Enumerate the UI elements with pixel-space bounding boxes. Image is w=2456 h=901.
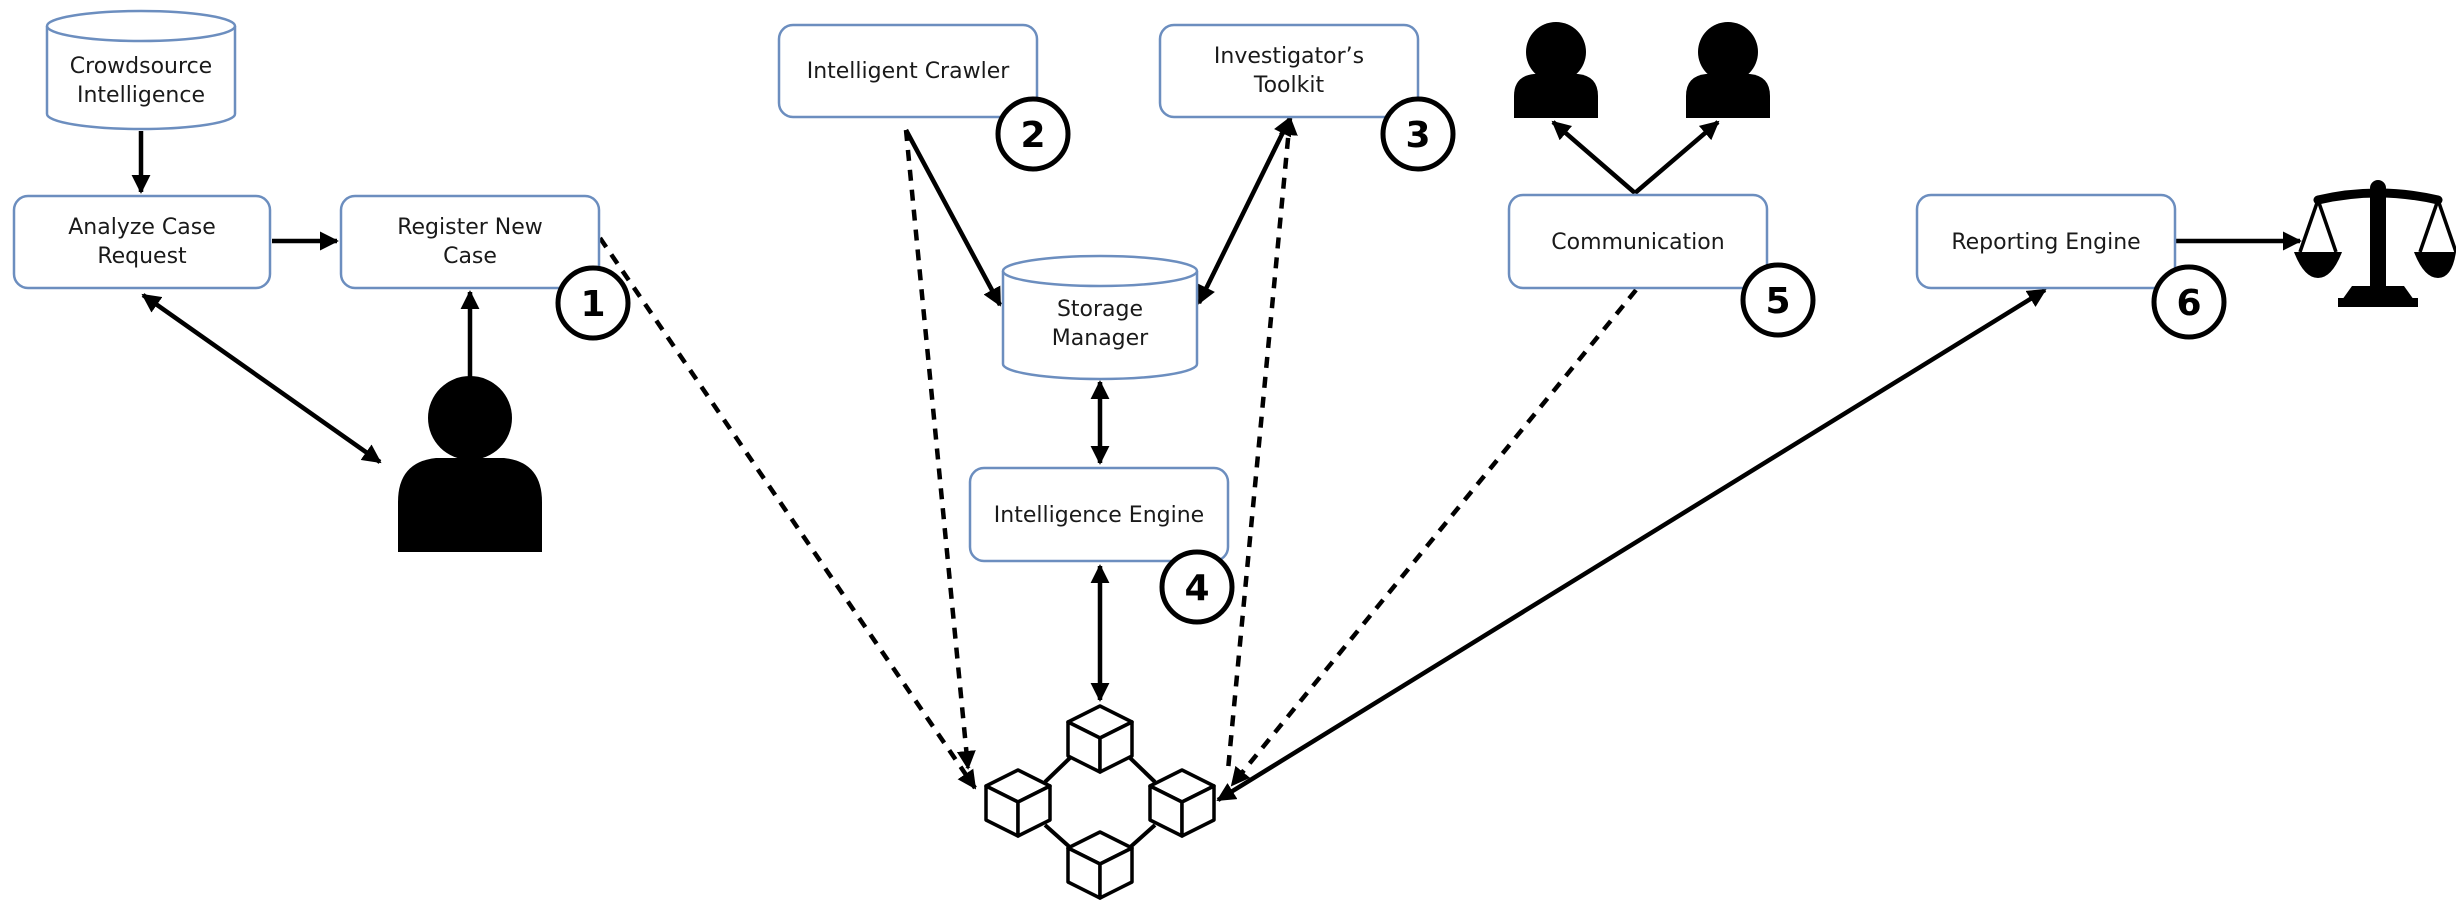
badge-2: 2	[995, 96, 1071, 172]
scales-of-justice-icon	[2294, 180, 2456, 307]
user-icon	[1686, 22, 1770, 118]
block-right	[1148, 768, 1216, 838]
analyze-label-line1: Analyze Case	[68, 215, 216, 240]
crowdsource-label-line1: Crowdsource	[70, 54, 212, 79]
storage-manager-db: Storage Manager	[1001, 254, 1199, 381]
badge-5-label: 5	[1765, 281, 1790, 322]
storage-label-line2: Manager	[1052, 326, 1149, 351]
edge-reporting-blockchain	[1216, 288, 2047, 802]
edge-analyze-user	[141, 293, 382, 464]
badge-3-label: 3	[1405, 115, 1430, 156]
engine-label: Intelligence Engine	[994, 503, 1204, 528]
block-left	[984, 768, 1052, 838]
register-new-case-node: Register New Case	[339, 194, 601, 290]
edge-toolkit-to-blockchain	[1225, 116, 1298, 771]
crawler-label: Intelligent Crawler	[807, 59, 1011, 84]
edge-user-a-communication	[1551, 120, 1637, 195]
badge-3: 3	[1380, 96, 1456, 172]
badge-1-label: 1	[580, 284, 605, 325]
register-label-line2: Case	[443, 244, 497, 269]
badge-2-label: 2	[1020, 115, 1045, 156]
crowdsource-label-line2: Intelligence	[77, 83, 205, 108]
edge-register-to-blockchain	[598, 236, 977, 790]
edge-user-b-communication	[1633, 120, 1720, 195]
block-bottom	[1066, 830, 1134, 900]
badge-5: 5	[1740, 262, 1816, 338]
reporting-label: Reporting Engine	[1951, 230, 2140, 255]
analyze-case-request-node: Analyze Case Request	[12, 194, 272, 290]
edges	[131, 116, 2302, 802]
edge-toolkit-storage	[1196, 116, 1293, 305]
edge-communication-to-blockchain	[1230, 288, 1638, 787]
toolkit-label-line2: Toolkit	[1253, 73, 1325, 98]
badge-1: 1	[555, 265, 631, 341]
badge-4-label: 4	[1184, 568, 1209, 609]
user-icon	[1514, 22, 1598, 118]
badge-4: 4	[1159, 549, 1235, 625]
communication-node: Communication	[1507, 193, 1769, 290]
block-top	[1066, 704, 1134, 774]
communication-label: Communication	[1551, 230, 1724, 255]
blockchain-icon	[984, 704, 1216, 900]
badge-6: 6	[2151, 264, 2227, 340]
investigators-toolkit-node: Investigator’s Toolkit	[1158, 23, 1420, 119]
reporting-engine-node: Reporting Engine	[1915, 193, 2177, 290]
storage-label-line1: Storage	[1057, 297, 1143, 322]
intelligence-engine-node: Intelligence Engine	[968, 466, 1230, 563]
intelligent-crawler-node: Intelligent Crawler	[777, 23, 1039, 119]
badge-6-label: 6	[2176, 283, 2201, 324]
toolkit-label-line1: Investigator’s	[1214, 44, 1364, 69]
analyze-label-line2: Request	[97, 244, 187, 269]
edge-crawler-to-blockchain	[903, 129, 976, 770]
user-icon	[398, 376, 542, 552]
crowdsource-intelligence-db: Crowdsource Intelligence	[45, 9, 237, 131]
edge-crawler-to-storage	[904, 128, 1002, 307]
register-label-line1: Register New	[397, 215, 543, 240]
